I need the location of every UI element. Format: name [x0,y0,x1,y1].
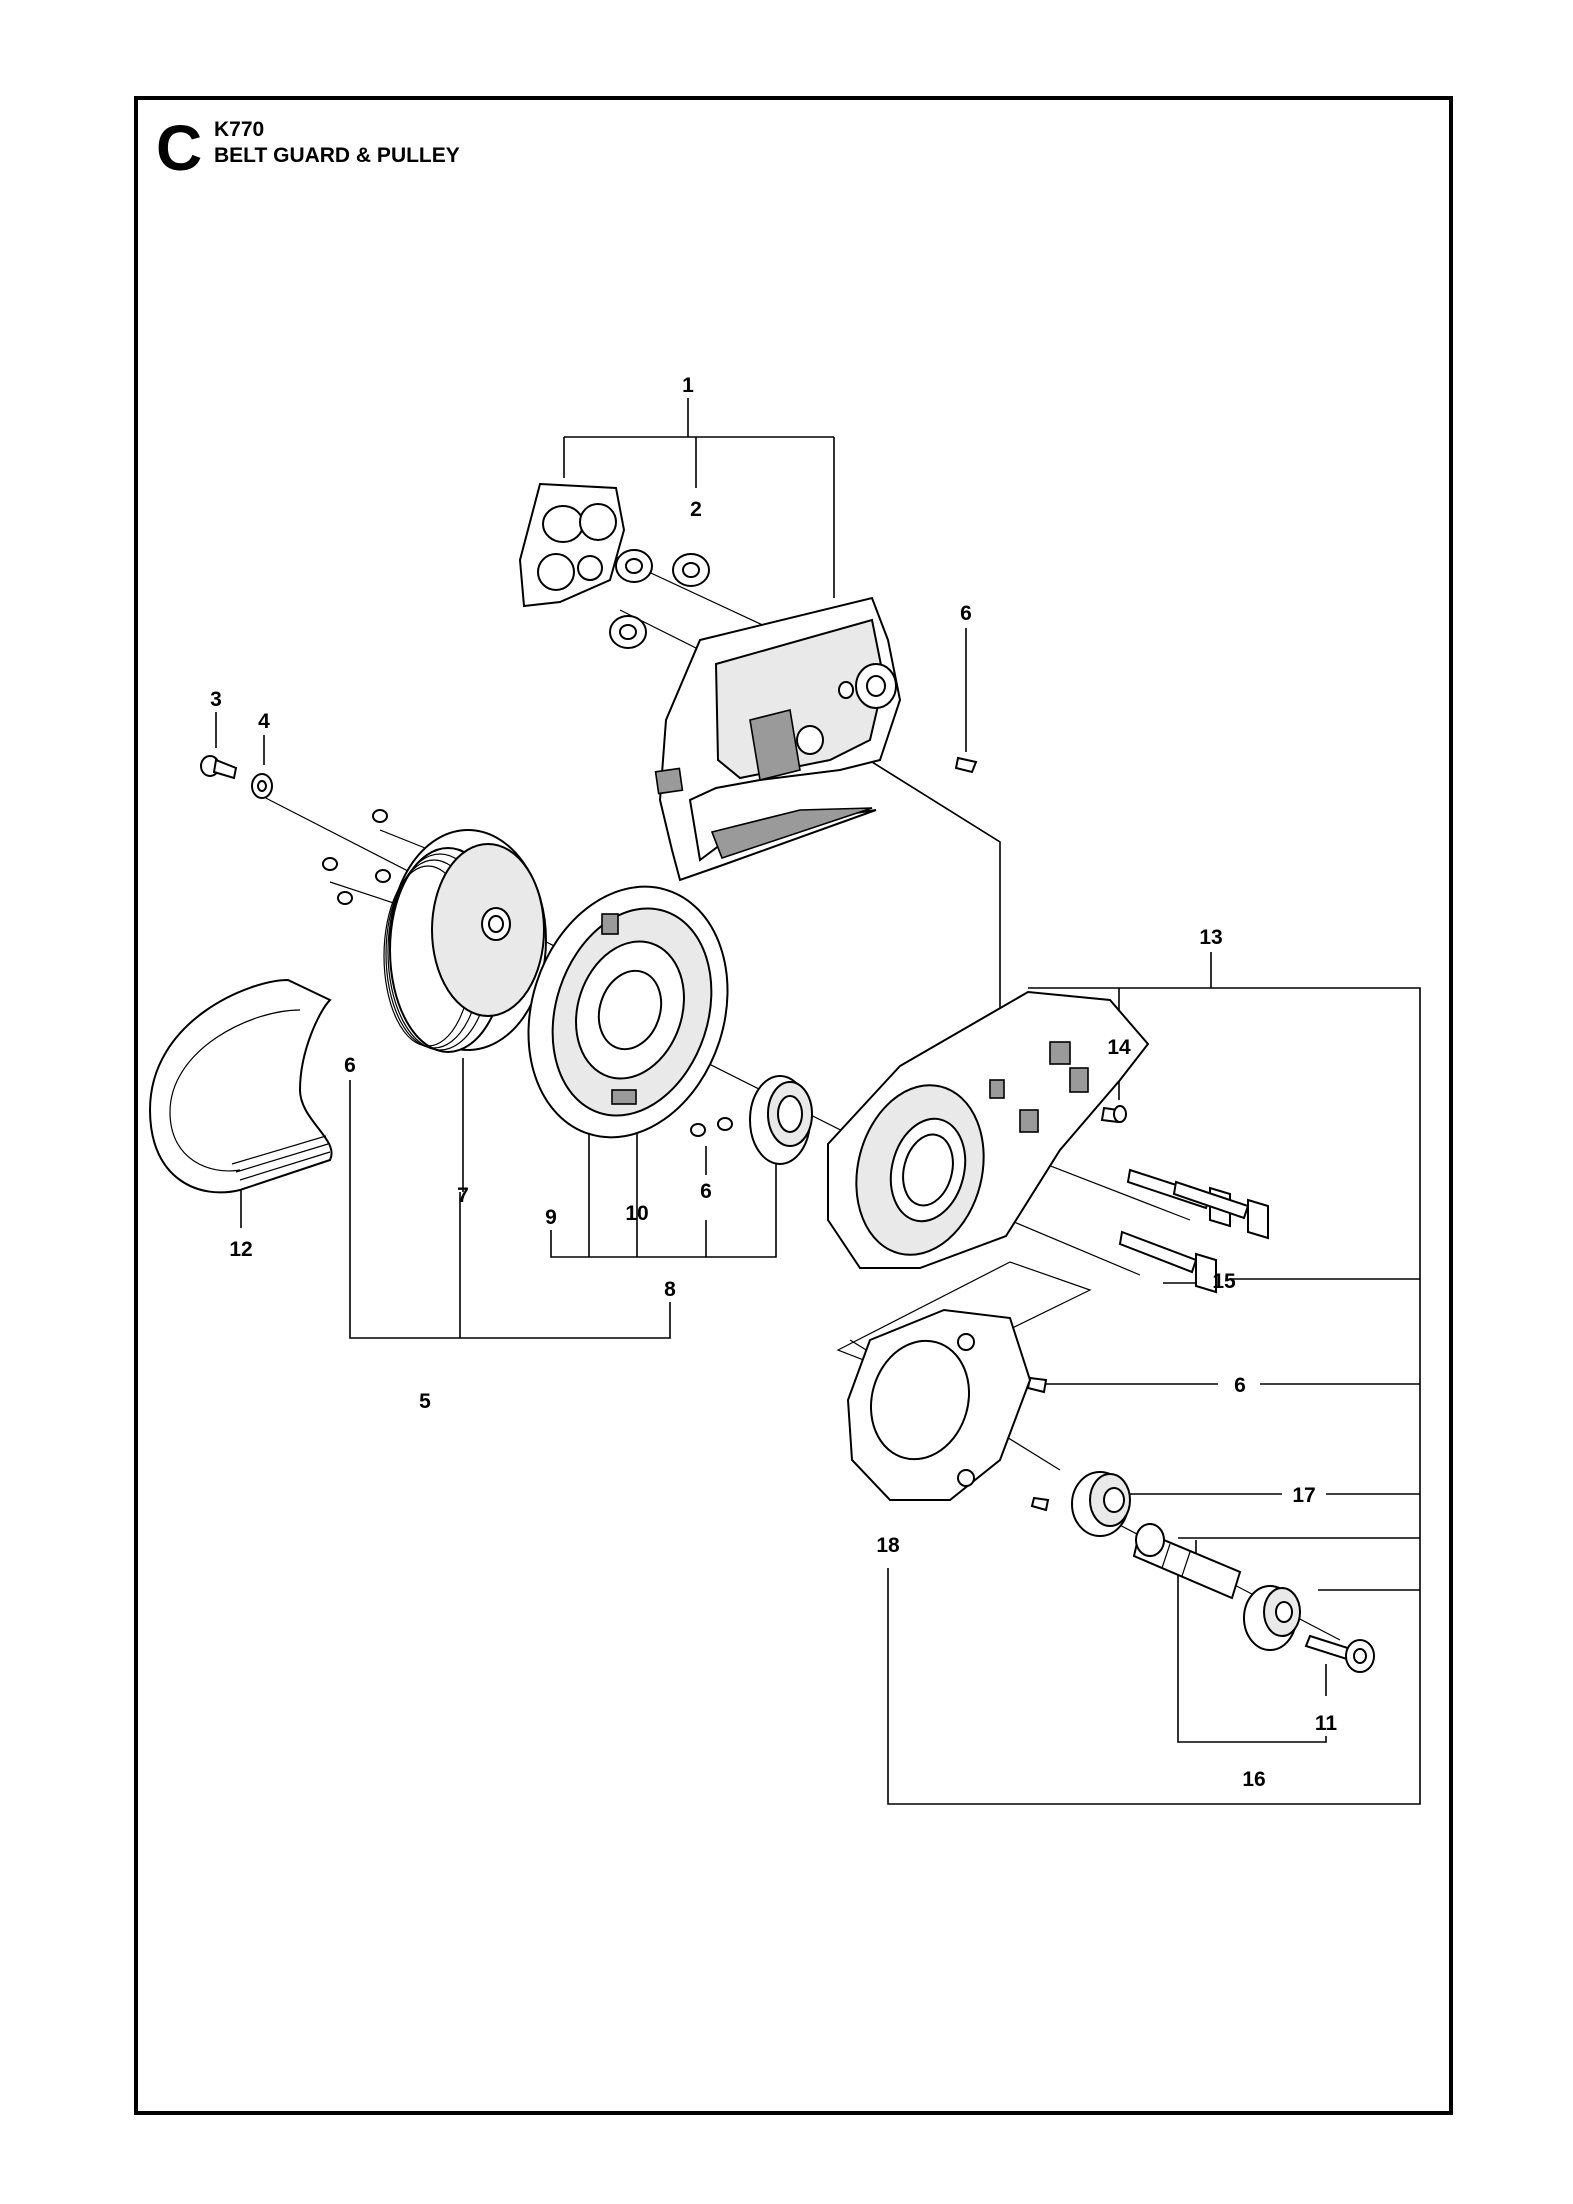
drive-belt-part-12 [148,978,333,1194]
clutch-disc-part-10 [575,940,685,1080]
callout-5: 5 [419,1390,431,1413]
screw-part-6-left [322,809,391,905]
cover-plate-part-18 [836,1261,1092,1501]
model-label: K770 [214,118,265,141]
tension-bolt [1118,1230,1217,1294]
washer-part-4 [251,773,273,799]
callout-13: 13 [1199,926,1222,949]
screw-part-6-mid [690,1117,733,1137]
tension-bolt [1172,1180,1269,1240]
callout-15: 15 [1212,1270,1236,1293]
callout-12: 12 [229,1238,252,1261]
bolt-part-3 [200,755,238,780]
screw-part-6-top [954,756,978,774]
pulley-part-7 [383,829,547,1053]
diagram-title: BELT GUARD & PULLEY [214,144,460,167]
callout-1: 1 [682,374,694,397]
cover-plate [518,482,626,608]
bushing-part-2 [672,553,710,587]
callout-10: 10 [625,1202,648,1225]
section-letter: C [156,112,203,184]
rear-belt-guard-part-13 [827,990,1150,1269]
spacer-part-17 [1071,1471,1131,1537]
callout-14: 14 [1107,1036,1131,1059]
callout-11: 11 [1315,1712,1338,1735]
callout-6-mid: 6 [700,1180,712,1203]
drawing-frame [134,96,1453,2115]
belt-guard-cover-part-1 [654,596,902,882]
callout-3: 3 [210,688,222,711]
callout-9: 9 [545,1206,557,1229]
bushing [615,549,653,583]
spacer [1243,1585,1301,1651]
callout-17: 17 [1292,1484,1315,1507]
bearing-part-8 [749,1075,813,1165]
callout-7: 7 [457,1184,469,1207]
bolt-part-11 [1304,1634,1375,1673]
callout-6-right: 6 [1234,1374,1246,1397]
callout-6-top: 6 [960,602,972,625]
screw-part-14 [1100,1105,1127,1124]
bushing [609,615,647,649]
shaft-part-16 [1132,1523,1242,1600]
screw-part-6-low [1026,1376,1050,1512]
callout-18: 18 [876,1534,900,1557]
callout-8: 8 [664,1278,676,1301]
callout-16: 16 [1242,1768,1265,1791]
leader-lines [215,398,1421,1805]
callout-4: 4 [258,710,270,733]
callout-2: 2 [690,498,702,521]
callout-numbers: 1 2 3 4 6 6 6 6 7 8 9 10 11 12 13 14 15 … [210,374,1337,1791]
callout-6-left: 6 [344,1054,356,1077]
